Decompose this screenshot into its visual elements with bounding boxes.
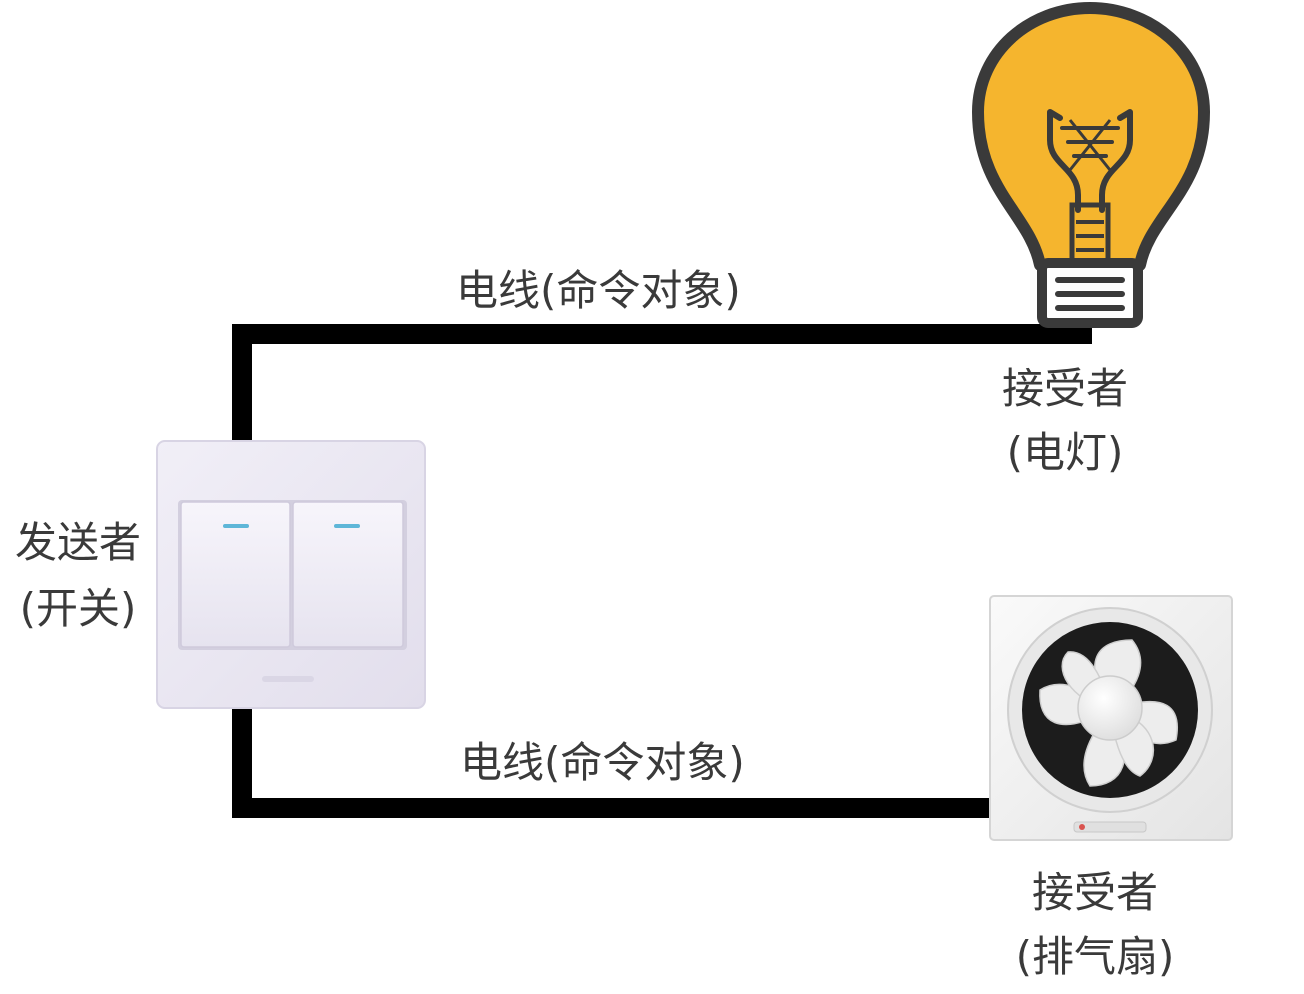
wire-label-top: 电线(命令对象): [456, 266, 741, 315]
wire-label-bottom: 电线(命令对象): [460, 738, 745, 787]
sender-device: (开关): [19, 584, 137, 633]
sender-name: 发送者: [14, 518, 141, 567]
light-bulb-icon: [972, 2, 1210, 328]
light-switch-icon: [156, 440, 426, 709]
receiver-bulb-device: (电灯): [1006, 428, 1124, 477]
receiver-fan-name: 接受者: [1031, 868, 1158, 917]
receiver-fan-device: (排气扇): [1015, 932, 1175, 981]
wire-bottom: [232, 705, 990, 818]
wire-top: [232, 324, 1092, 442]
exhaust-fan-icon: [989, 595, 1233, 841]
receiver-bulb-name: 接受者: [1001, 364, 1128, 413]
